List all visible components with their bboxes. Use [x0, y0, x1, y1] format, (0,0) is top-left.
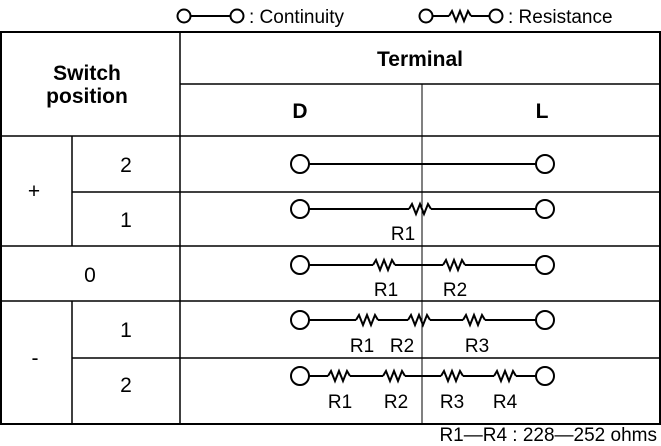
terminal-l-header: L — [536, 100, 549, 123]
legend-resistance-label: : Resistance — [508, 7, 613, 28]
resistance-symbol-icon — [418, 8, 504, 24]
position-plus-1-label: 1 — [120, 209, 132, 232]
circuit-plus-1: R1 — [290, 199, 555, 245]
circuit-zero: R1 R2 — [290, 255, 555, 301]
resistor-label: R2 — [443, 280, 467, 301]
resistor-icon — [442, 259, 466, 271]
resistor-icon — [440, 370, 464, 382]
header-switch-line1: Switch — [53, 62, 121, 85]
resistor-label: R2 — [390, 336, 414, 357]
continuity-symbol-icon — [176, 8, 245, 24]
resistor-icon — [372, 259, 396, 271]
circuit-plus-2 — [290, 154, 555, 174]
resistor-icon — [382, 370, 406, 382]
header-terminal: Terminal — [377, 48, 463, 71]
terminal-d-header: D — [292, 100, 307, 123]
position-zero-label: 0 — [84, 264, 96, 287]
resistor-label: R1 — [374, 280, 398, 301]
position-plus-label: + — [28, 180, 40, 203]
resistor-label: R2 — [384, 392, 408, 413]
position-minus-1-label: 1 — [120, 319, 132, 342]
resistor-label: R1 — [391, 224, 415, 245]
legend: : Continuity : Resistance — [176, 7, 613, 28]
resistor-icon — [407, 314, 431, 326]
resistor-label: R4 — [493, 392, 518, 413]
position-minus-label: - — [32, 347, 39, 370]
legend-continuity-label: : Continuity — [249, 7, 345, 28]
resistor-icon — [327, 370, 351, 382]
resistor-label: R3 — [465, 336, 489, 357]
table-grid — [0, 31, 661, 425]
resistor-label: R3 — [440, 392, 464, 413]
resistor-icon — [462, 314, 486, 326]
circuit-minus-2: R1 R2 R3 R4 — [290, 366, 555, 413]
header-switch-line2: position — [46, 85, 128, 108]
resistor-label: R1 — [328, 392, 352, 413]
resistor-label: R1 — [350, 336, 374, 357]
circuit-minus-1: R1 R2 R3 — [290, 310, 555, 357]
resistor-icon — [355, 314, 379, 326]
resistor-icon — [493, 370, 517, 382]
position-minus-2-label: 2 — [120, 374, 132, 397]
position-plus-2-label: 2 — [120, 154, 132, 177]
resistor-icon — [408, 203, 432, 215]
resistance-range-footnote: R1—R4 : 228—252 ohms — [439, 425, 657, 446]
